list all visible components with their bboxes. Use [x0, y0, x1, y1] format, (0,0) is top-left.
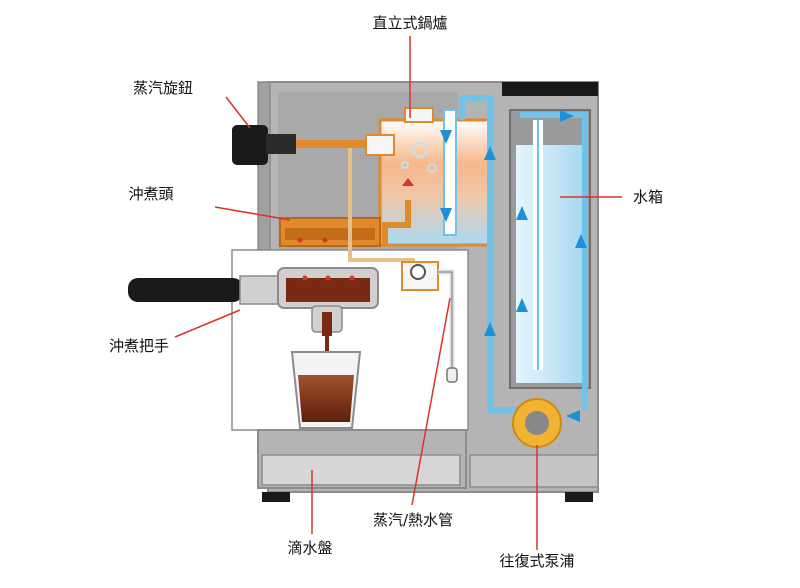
group-head — [279, 217, 381, 247]
boiler-valve — [365, 134, 395, 156]
label-boiler: 直立式鍋爐 — [372, 14, 447, 32]
flow-arrow-up — [516, 206, 528, 220]
coffee-grounds — [286, 278, 370, 302]
portafilter-handle — [128, 278, 243, 302]
heat-arrow — [402, 178, 414, 186]
flow-arrow-down — [440, 130, 452, 144]
flow-arrow-left — [566, 410, 580, 422]
label-water-tank: 水箱 — [633, 188, 663, 206]
foot-left — [262, 492, 290, 502]
leader-group-head — [214, 206, 291, 221]
boiler-cap — [404, 107, 434, 123]
label-steam-wand: 蒸汽/熱水管 — [373, 511, 453, 529]
steam-wand-tip — [446, 367, 458, 383]
bubble — [401, 161, 409, 169]
portafilter-neck — [239, 275, 281, 305]
base-right — [469, 454, 599, 488]
bubble — [427, 163, 437, 173]
pump — [512, 398, 562, 448]
tank-water — [516, 145, 584, 383]
drip-tray — [261, 454, 461, 486]
group-head-channel — [285, 228, 375, 240]
cup — [290, 351, 362, 429]
foot-right — [565, 492, 593, 502]
leader-lines — [174, 36, 622, 550]
leader-portafilter — [174, 309, 241, 338]
coffee-flow — [322, 312, 332, 336]
label-pump: 往復式泵浦 — [499, 552, 574, 570]
boiler — [365, 107, 492, 247]
label-portafilter: 沖煮把手 — [109, 337, 169, 355]
cup-coffee — [298, 375, 354, 422]
valve-dial — [410, 264, 426, 280]
steam-line — [348, 148, 415, 262]
steam-knob — [232, 125, 366, 165]
flow-arrow-up — [575, 234, 587, 248]
knob-stem — [266, 134, 296, 154]
bubble — [412, 142, 428, 158]
steam-valve-pipe — [296, 140, 366, 148]
flow-arrow-up — [484, 322, 496, 336]
flow-arrows — [440, 110, 587, 422]
portafilter — [128, 267, 379, 366]
tank-return-pipe — [520, 112, 588, 410]
flow-arrow-right — [560, 110, 574, 122]
tank-lid — [502, 82, 598, 96]
leader-steam-knob — [225, 96, 251, 129]
housing-front-panel — [257, 81, 271, 251]
flow-arrow-up — [516, 298, 528, 312]
heating-pipe — [382, 200, 411, 245]
label-steam-knob: 蒸汽旋鈕 — [133, 79, 193, 97]
label-drip-tray: 滴水盤 — [287, 539, 332, 557]
label-group-head: 沖煮頭 — [128, 185, 173, 203]
steam-wand-outline — [438, 271, 453, 370]
knob-grip — [232, 125, 268, 165]
pump-core — [525, 411, 549, 435]
flow-arrow-up — [484, 146, 496, 160]
water-tank — [509, 109, 591, 410]
flow-arrow-down — [440, 208, 452, 222]
leader-steam-wand — [411, 297, 451, 506]
